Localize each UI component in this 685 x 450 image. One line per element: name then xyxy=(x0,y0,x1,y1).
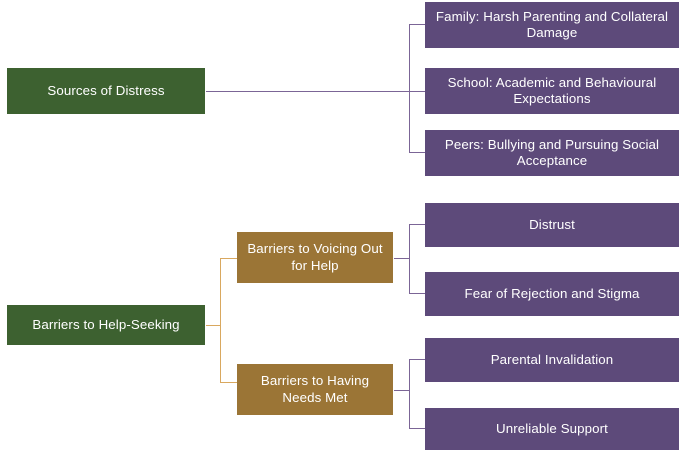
connector-barriers-to-voicing-out xyxy=(220,258,238,259)
connector-sources-spine xyxy=(409,24,410,152)
connector-sources-trunk xyxy=(206,91,410,92)
node-unreliable-support-label: Unreliable Support xyxy=(496,420,608,436)
node-barriers-to-help-seeking-label: Barriers to Help-Seeking xyxy=(32,316,180,332)
connector-voicing-out-spine xyxy=(409,224,410,294)
connector-barriers-spine xyxy=(220,258,221,383)
node-fear-of-rejection[interactable]: Fear of Rejection and Stigma xyxy=(425,272,679,316)
node-barriers-needs-met-label: Barriers to Having Needs Met xyxy=(260,373,370,405)
node-sources-of-distress-label: Sources of Distress xyxy=(47,82,165,98)
node-peers[interactable]: Peers: Bullying and Pursuing Social Acce… xyxy=(425,130,679,176)
node-peers-label: Peers: Bullying and Pursuing Social Acce… xyxy=(444,136,660,168)
connector-needs-met-to-parental xyxy=(409,359,426,360)
connector-needs-met-spine xyxy=(409,359,410,429)
node-school[interactable]: School: Academic and Behavioural Expecta… xyxy=(425,68,679,114)
node-sources-of-distress[interactable]: Sources of Distress xyxy=(7,68,205,114)
connector-voicing-out-to-distrust xyxy=(409,224,426,225)
node-distrust-label: Distrust xyxy=(529,216,575,232)
node-barriers-voicing-out[interactable]: Barriers to Voicing Out for Help xyxy=(237,232,393,283)
connector-sources-to-peers xyxy=(409,152,426,153)
node-fear-of-rejection-label: Fear of Rejection and Stigma xyxy=(464,285,640,301)
connector-voicing-out-trunk xyxy=(394,258,410,259)
node-distrust[interactable]: Distrust xyxy=(425,203,679,247)
connector-barriers-trunk xyxy=(206,325,221,326)
node-barriers-voicing-out-label: Barriers to Voicing Out for Help xyxy=(247,241,383,273)
node-unreliable-support[interactable]: Unreliable Support xyxy=(425,408,679,450)
node-parental-invalidation[interactable]: Parental Invalidation xyxy=(425,338,679,382)
node-parental-invalidation-label: Parental Invalidation xyxy=(490,351,614,367)
node-barriers-needs-met[interactable]: Barriers to Having Needs Met xyxy=(237,364,393,415)
connector-sources-to-family xyxy=(409,24,426,25)
connector-barriers-to-needs-met xyxy=(220,382,238,383)
node-family-label: Family: Harsh Parenting and Collateral D… xyxy=(435,8,669,40)
node-family[interactable]: Family: Harsh Parenting and Collateral D… xyxy=(425,2,679,48)
connector-voicing-out-to-fear xyxy=(409,293,426,294)
connector-needs-met-to-unreliable xyxy=(409,428,426,429)
node-school-label: School: Academic and Behavioural Expecta… xyxy=(447,74,657,106)
connector-needs-met-trunk xyxy=(394,390,410,391)
node-barriers-to-help-seeking[interactable]: Barriers to Help-Seeking xyxy=(7,305,205,345)
connector-sources-to-school xyxy=(409,91,426,92)
